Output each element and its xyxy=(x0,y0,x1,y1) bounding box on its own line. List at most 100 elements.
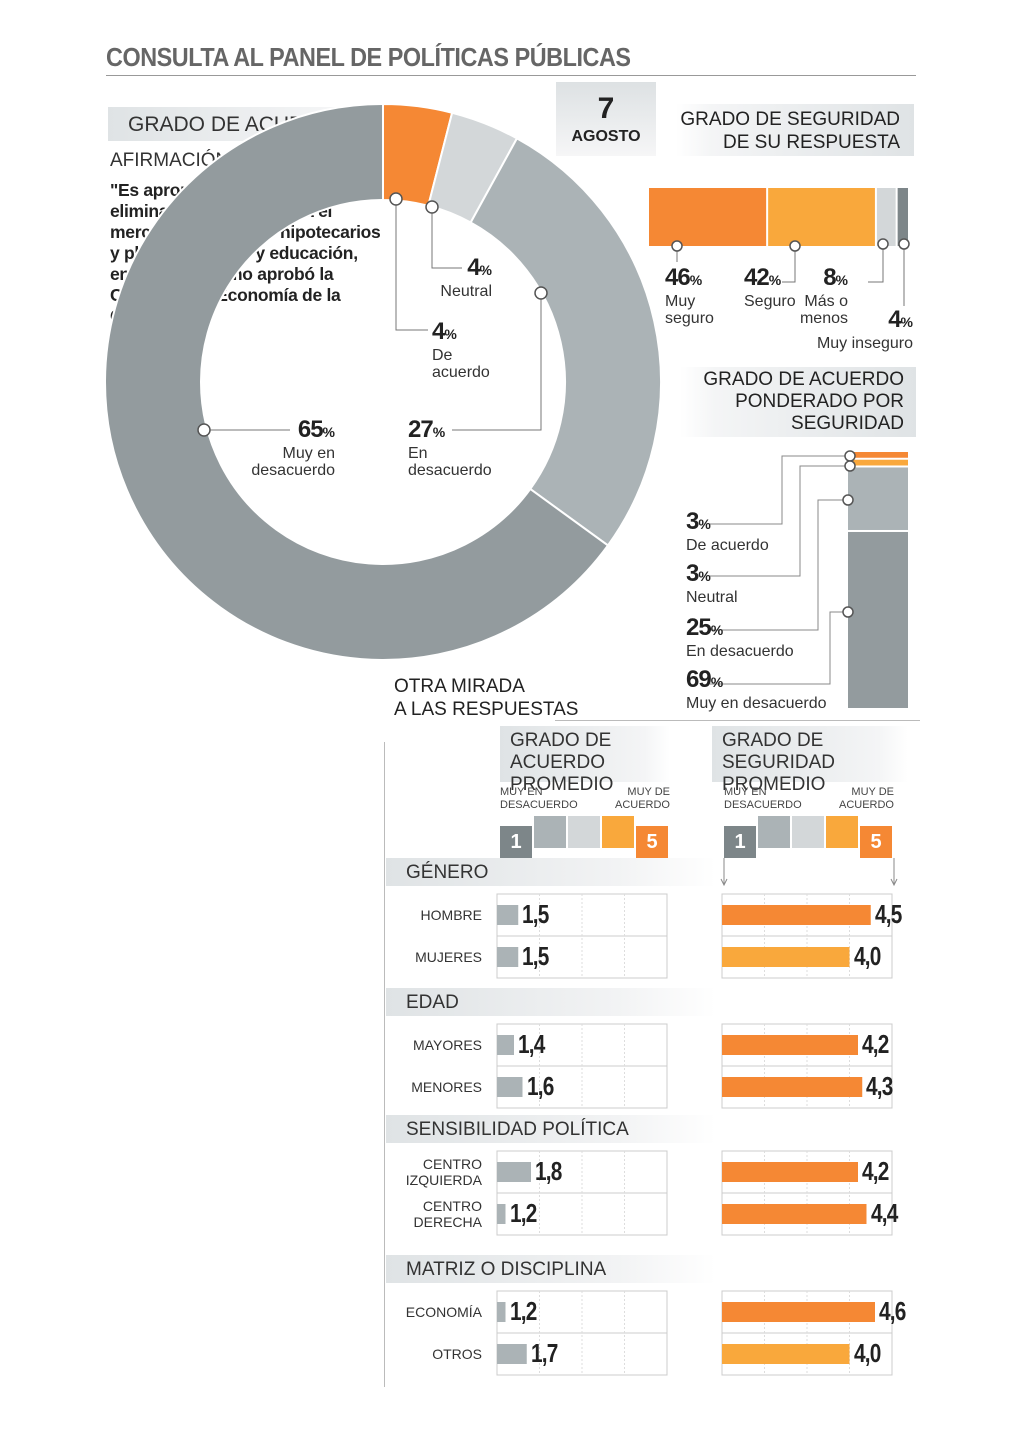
weighted-bar-1 xyxy=(848,459,908,466)
other-look-title: OTRA MIRADA A LAS RESPUESTAS xyxy=(394,675,578,721)
security-avg-bar-2-1 xyxy=(722,1204,867,1224)
section-vertical-rule xyxy=(384,742,385,1387)
scale-low-line1: MUY EN xyxy=(500,786,543,798)
donut-slice-3 xyxy=(104,102,610,661)
agreement-bar-1-1 xyxy=(497,1077,523,1097)
security-avg-bar-2-0 xyxy=(722,1162,858,1182)
security-avg-bar-0-0 xyxy=(722,905,871,925)
agreement-bar-2-0 xyxy=(497,1162,531,1182)
agreement-bar-3-1 xyxy=(497,1344,527,1364)
date-badge: 7 AGOSTO xyxy=(556,82,656,156)
scale-arrow-0 xyxy=(496,858,504,887)
security-box-title: GRADO DE SEGURIDAD DE SU RESPUESTA xyxy=(676,104,914,156)
donut-leader-1 xyxy=(431,207,462,269)
donut-dot-3 xyxy=(197,423,211,437)
donut-dot-1 xyxy=(425,200,439,214)
weighted-dot-2 xyxy=(842,494,854,506)
weighted-leader-3 xyxy=(710,611,848,685)
weighted-title-line1: GRADO DE ACUERDO xyxy=(703,369,904,390)
scale-high-line2: ACUERDO xyxy=(614,799,670,811)
scale2-box-3 xyxy=(792,816,824,848)
security-bar-0 xyxy=(649,188,767,246)
other-look-line2: A LAS RESPUESTAS xyxy=(394,699,579,720)
security-avg-bar-3-1 xyxy=(722,1344,850,1364)
scale2-box-1: 1 xyxy=(724,826,756,858)
avg-agreement-title-2: PROMEDIO xyxy=(510,774,614,795)
section-divider xyxy=(555,720,920,721)
avg-agreement-title-1: GRADO DE ACUERDO xyxy=(510,730,612,773)
agreement-bar-0-0 xyxy=(497,905,519,925)
donut-slice-2 xyxy=(469,137,662,547)
agreement-bar-2-1 xyxy=(497,1204,506,1224)
weighted-box-title: GRADO DE ACUERDO PONDERADO POR SEGURIDAD xyxy=(680,367,916,437)
donut-leader-0 xyxy=(395,199,428,331)
agreement-bar-1-0 xyxy=(497,1035,514,1055)
scale-high-line1-2: MUY DE xyxy=(851,786,894,798)
scale-high-line2-2: ACUERDO xyxy=(838,799,894,811)
agreement-bar-0-1 xyxy=(497,947,519,967)
security-dot-1 xyxy=(789,240,801,252)
date-month: AGOSTO xyxy=(571,128,641,145)
security-avg-bar-1-1 xyxy=(722,1077,863,1097)
security-avg-bar-0-1 xyxy=(722,947,850,967)
scale-box-3 xyxy=(568,816,600,848)
title-divider xyxy=(106,75,916,76)
scale-high-label: MUY DE ACUERDO xyxy=(615,786,670,812)
scale-arrow-2 xyxy=(720,858,728,887)
security-dot-3 xyxy=(898,238,910,250)
donut-leader-2 xyxy=(452,293,542,431)
weighted-leader-2 xyxy=(710,499,848,631)
weighted-leader-0 xyxy=(710,455,850,525)
scale2-box-2 xyxy=(758,816,790,848)
scale-box-4 xyxy=(602,816,634,848)
security-leader-1 xyxy=(782,246,796,283)
scale-low-label: MUY EN DESACUERDO xyxy=(500,786,578,812)
donut-dot-0 xyxy=(389,192,403,206)
scale-high-label-2: MUY DE ACUERDO xyxy=(839,786,894,812)
statement-label: AFIRMACIÓN: xyxy=(110,150,235,171)
scale-arrow-3 xyxy=(890,858,898,887)
avg-security-title-1: GRADO DE SEGURIDAD xyxy=(722,730,835,773)
scale-high-line1: MUY DE xyxy=(627,786,670,798)
weighted-dot-0 xyxy=(844,450,856,462)
security-bar-2 xyxy=(876,188,896,246)
scale-box-1: 1 xyxy=(500,826,532,858)
scale-low-line2: DESACUERDO xyxy=(500,799,578,811)
security-dot-2 xyxy=(877,238,889,250)
scale-low-line2-2: DESACUERDO xyxy=(724,799,802,811)
scale-box-2 xyxy=(534,816,566,848)
weighted-leader-1 xyxy=(710,465,850,577)
security-title-line1: GRADO DE SEGURIDAD xyxy=(680,109,900,130)
scale-low-label-2: MUY EN DESACUERDO xyxy=(724,786,802,812)
security-avg-bar-3-0 xyxy=(722,1302,875,1322)
scale2-box-5: 5 xyxy=(860,826,892,858)
page-title: CONSULTA AL PANEL DE POLÍTICAS PÚBLICAS xyxy=(106,42,631,72)
weighted-dot-1 xyxy=(844,460,856,472)
other-look-line1: OTRA MIRADA xyxy=(394,676,525,697)
agreement-bar-3-0 xyxy=(497,1302,506,1322)
security-leader-2 xyxy=(868,244,884,283)
avg-security-header: GRADO DE SEGURIDAD PROMEDIO xyxy=(712,726,908,795)
scale2-box-4 xyxy=(826,816,858,848)
avg-agreement-header: GRADO DE ACUERDO PROMEDIO xyxy=(500,726,670,795)
weighted-dot-3 xyxy=(842,606,854,618)
security-title-line2: DE SU RESPUESTA xyxy=(722,132,900,153)
scale-arrow-1 xyxy=(666,858,674,887)
weighted-bar-0 xyxy=(848,452,908,458)
date-day: 7 xyxy=(597,92,615,125)
weighted-title-line2: PONDERADO POR xyxy=(735,391,904,412)
scale-box-5: 5 xyxy=(636,826,668,858)
weighted-title-line3: SEGURIDAD xyxy=(791,413,904,434)
weighted-bar-2 xyxy=(848,467,908,530)
security-bar-3 xyxy=(897,188,908,246)
scale-low-line1-2: MUY EN xyxy=(724,786,767,798)
security-bar-1 xyxy=(768,188,875,246)
donut-dot-2 xyxy=(534,286,548,300)
security-dot-0 xyxy=(671,240,683,252)
security-avg-bar-1-0 xyxy=(722,1035,858,1055)
avg-security-title-2: PROMEDIO xyxy=(722,774,826,795)
weighted-bar-3 xyxy=(848,531,908,708)
